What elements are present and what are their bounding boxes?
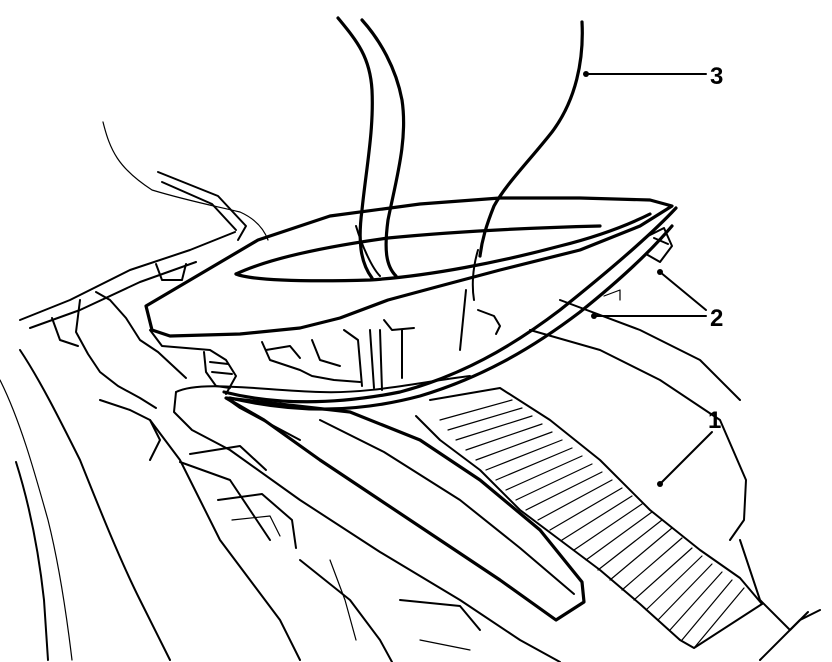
trim-strip [415,387,763,649]
cover-frame [144,196,674,395]
callout-label-2: 2 [710,305,723,332]
callout-leaders [583,71,713,487]
callout-label-1: 1 [708,407,721,434]
console-body [0,121,481,662]
callout-label-3: 3 [710,63,723,90]
retaining-clips [222,206,678,411]
guide-rail [224,396,586,622]
lower-panel [173,289,821,662]
gear-lever-gaiter [336,16,584,301]
